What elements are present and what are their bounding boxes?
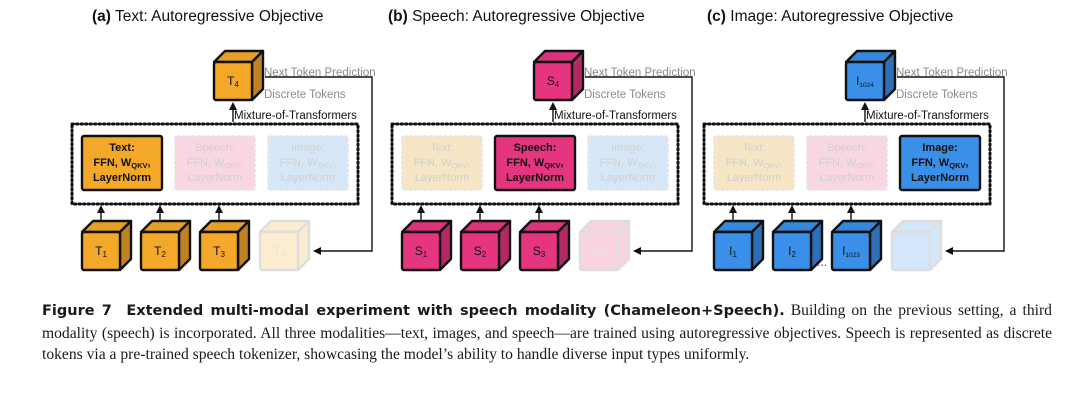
- expert-block-image: Image: FFN, WQKV, LayerNorm: [267, 135, 349, 191]
- expert-block-text: Text: FFN, WQKV, LayerNorm: [401, 135, 483, 191]
- svg-text:FFN, WQKV,: FFN, WQKV,: [280, 157, 337, 170]
- next-token-label: Next Token Prediction: [896, 67, 1008, 79]
- svg-text:LayerNorm: LayerNorm: [415, 172, 469, 184]
- expert-block-speech: Speech: FFN, WQKV, LayerNorm: [493, 134, 577, 192]
- mot-label: Mixture-of-Transformers: [554, 110, 677, 122]
- token-label: I2: [788, 244, 796, 259]
- svg-text:Speech:: Speech:: [195, 142, 235, 154]
- mot-box: [70, 122, 360, 206]
- input-token-cube-4: I1024: [890, 219, 943, 272]
- mot-box: [390, 122, 680, 206]
- token-label: I1024: [902, 244, 920, 259]
- svg-text:FFN, WQKV,: FFN, WQKV,: [93, 157, 150, 170]
- input-token-cube-2: S2: [459, 219, 512, 272]
- svg-text:LayerNorm: LayerNorm: [820, 172, 874, 184]
- mot-label: Mixture-of-Transformers: [234, 110, 357, 122]
- output-token-cube: S4: [532, 49, 585, 102]
- svg-text:LayerNorm: LayerNorm: [281, 172, 335, 184]
- figure-caption: Figure 7 Extended multi-modal experiment…: [42, 300, 1052, 366]
- panel-title-text: (a) Text: Autoregressive Objective: [92, 8, 324, 25]
- feedback-arrow: [897, 76, 1005, 255]
- svg-text:Speech:: Speech:: [514, 142, 557, 154]
- ellipsis: ...: [817, 254, 828, 269]
- feedback-arrow: [585, 76, 693, 255]
- expert-block-text: Text: FFN, WQKV, LayerNorm: [80, 134, 164, 192]
- caption-body: Building on the previous setting, a thir…: [42, 302, 1052, 363]
- expert-block-text: Text: FFN, WQKV, LayerNorm: [713, 135, 795, 191]
- input-token-cube-4: T4: [258, 219, 311, 272]
- token-label: T4: [273, 244, 285, 259]
- svg-text:LayerNorm: LayerNorm: [93, 172, 151, 184]
- input-token-cube-1: I1: [712, 219, 765, 272]
- svg-text:LayerNorm: LayerNorm: [601, 172, 655, 184]
- token-label: S3: [533, 244, 546, 259]
- svg-text:Speech:: Speech:: [827, 142, 867, 154]
- input-token-cube-2: I2: [771, 219, 824, 272]
- input-token-cube-4: S4: [578, 219, 631, 272]
- input-token-cube-3: T3: [198, 219, 251, 272]
- svg-text:FFN, WQKV,: FFN, WQKV,: [911, 157, 968, 170]
- svg-text:FFN, WQKV,: FFN, WQKV,: [600, 157, 657, 170]
- svg-text:FFN, WQKV,: FFN, WQKV,: [506, 157, 563, 170]
- discrete-tokens-label: Discrete Tokens: [584, 89, 666, 101]
- svg-text:Image:: Image:: [611, 142, 645, 154]
- discrete-tokens-label: Discrete Tokens: [896, 89, 978, 101]
- input-token-cube-3: I1023: [830, 219, 883, 272]
- token-label: T2: [154, 244, 166, 259]
- svg-text:FFN, WQKV,: FFN, WQKV,: [726, 157, 783, 170]
- svg-text:Text:: Text:: [742, 142, 765, 154]
- input-token-cube-2: T2: [139, 219, 192, 272]
- token-label: S4: [547, 74, 560, 89]
- token-label: S2: [474, 244, 487, 259]
- output-token-cube: I1024: [844, 49, 897, 102]
- svg-text:Image:: Image:: [291, 142, 325, 154]
- svg-text:FFN, WQKV,: FFN, WQKV,: [187, 157, 244, 170]
- expert-block-speech: Speech: FFN, WQKV, LayerNorm: [174, 135, 256, 191]
- expert-block-image: Image: FFN, WQKV, LayerNorm: [898, 134, 982, 192]
- token-label: T1: [95, 244, 107, 259]
- token-label: I1: [729, 244, 737, 259]
- svg-text:Text:: Text:: [109, 142, 134, 154]
- discrete-tokens-label: Discrete Tokens: [264, 89, 346, 101]
- mot-box: [702, 122, 992, 206]
- output-token-cube: T4: [212, 49, 265, 102]
- svg-text:FFN, WQKV,: FFN, WQKV,: [414, 157, 471, 170]
- next-token-label: Next Token Prediction: [584, 67, 696, 79]
- panel-title-speech: (b) Speech: Autoregressive Objective: [388, 8, 645, 25]
- input-token-cube-1: S1: [400, 219, 453, 272]
- svg-text:LayerNorm: LayerNorm: [911, 172, 969, 184]
- svg-text:LayerNorm: LayerNorm: [188, 172, 242, 184]
- token-label: S1: [415, 244, 428, 259]
- mot-label: Mixture-of-Transformers: [866, 110, 989, 122]
- figure-label: Figure 7 Extended multi-modal experiment…: [42, 303, 785, 319]
- svg-text:Text:: Text:: [430, 142, 453, 154]
- feedback-arrow: [265, 76, 373, 255]
- token-label: T4: [227, 74, 239, 89]
- expert-block-image: Image: FFN, WQKV, LayerNorm: [587, 135, 669, 191]
- token-label: T3: [213, 244, 225, 259]
- token-label: I1023: [842, 244, 860, 259]
- svg-text:FFN, WQKV,: FFN, WQKV,: [819, 157, 876, 170]
- token-label: S4: [593, 244, 606, 259]
- token-label: I1024: [856, 74, 874, 89]
- svg-text:LayerNorm: LayerNorm: [727, 172, 781, 184]
- expert-block-speech: Speech: FFN, WQKV, LayerNorm: [806, 135, 888, 191]
- input-token-cube-3: S3: [518, 219, 571, 272]
- next-token-label: Next Token Prediction: [264, 67, 376, 79]
- panel-title-image: (c) Image: Autoregressive Objective: [707, 8, 954, 25]
- svg-text:Image:: Image:: [922, 142, 957, 154]
- input-token-cube-1: T1: [80, 219, 133, 272]
- svg-text:LayerNorm: LayerNorm: [506, 172, 564, 184]
